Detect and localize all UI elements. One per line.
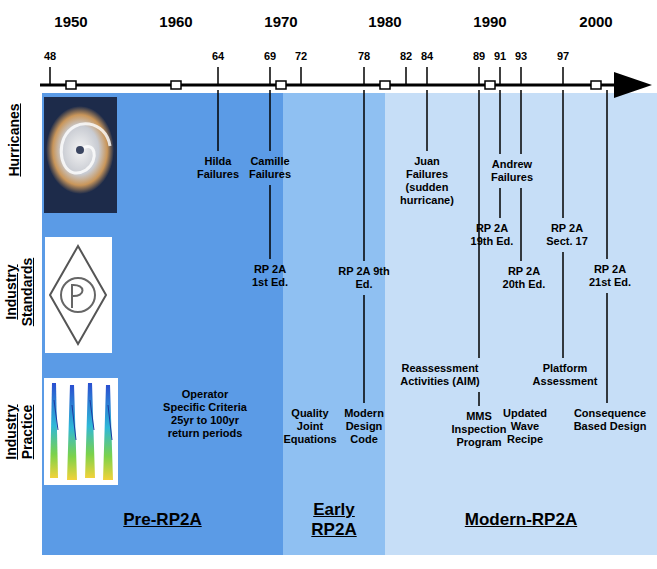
event-label: Consequence Based Design [572, 407, 648, 433]
year-number: 72 [289, 50, 313, 63]
logo-ring [61, 278, 95, 312]
period-label: Pre-RP2A [63, 510, 263, 530]
leader-line [363, 295, 365, 403]
decade-marker [171, 81, 181, 89]
decade-marker [66, 81, 76, 89]
event-label: Andrew Failures [487, 158, 537, 184]
year-number: 78 [352, 50, 376, 63]
event-label: RP 2A 9th Ed. [338, 265, 390, 291]
year-number: 91 [490, 50, 510, 63]
event-label: Platform Assessment [529, 362, 601, 388]
jacket-leg [50, 383, 58, 478]
row-heading: Industry Practice [3, 392, 35, 472]
leader-line [606, 90, 608, 259]
leader-line [606, 293, 608, 403]
year-number: 93 [511, 50, 531, 63]
year-tick [562, 67, 564, 84]
leader-line [562, 90, 564, 218]
year-tick [49, 67, 51, 84]
year-tick [217, 67, 219, 84]
event-label: RP 2A 20th Ed. [498, 265, 550, 291]
year-tick [478, 67, 480, 84]
decade-year: 1990 [468, 13, 512, 30]
event-label: RP 2A Sect. 17 [541, 222, 593, 248]
event-label: Quality Joint Equations [280, 407, 340, 446]
event-label: Reassessment Activities (AIM) [392, 362, 488, 388]
decade-year: 1950 [49, 13, 93, 30]
leader-line [269, 185, 271, 259]
platform-model [44, 378, 118, 485]
logo-diamond [50, 246, 106, 344]
leader-line [499, 90, 501, 154]
decade-year: 1970 [259, 13, 303, 30]
event-label: RP 2A 21st Ed. [584, 263, 636, 289]
year-number: 82 [394, 50, 418, 63]
event-label: MMS Inspection Program [448, 410, 510, 449]
leader-line [562, 252, 564, 358]
event-label: RP 2A 19th Ed. [466, 222, 518, 248]
decade-marker [276, 81, 286, 89]
leader-line [478, 392, 480, 406]
decade-marker [591, 81, 601, 89]
decade-year: 2000 [574, 13, 618, 30]
hurricane-photo [44, 97, 117, 213]
year-number: 97 [551, 50, 575, 63]
event-label: Hilda Failures [193, 155, 243, 181]
year-tick [520, 67, 522, 84]
logo-ground [45, 237, 112, 353]
year-number: 48 [38, 50, 62, 63]
standards-logo [45, 237, 112, 353]
model-ground [44, 378, 118, 485]
event-label: Camille Failures [244, 155, 296, 181]
event-label: Updated Wave Recipe [500, 407, 550, 446]
row-heading: Industry Standards [3, 252, 35, 332]
jacket-brace [54, 400, 112, 440]
year-ticks [50, 67, 563, 84]
event-label: RP 2A 1st Ed. [248, 263, 292, 289]
leader-line [269, 90, 271, 151]
logo-mark [72, 284, 83, 308]
row-heading: Hurricanes [6, 85, 22, 195]
leader-line [363, 90, 365, 261]
year-number: 89 [467, 50, 491, 63]
timeline-axis [40, 84, 616, 87]
event-label: Juan Failures (sudden hurricane) [394, 155, 460, 207]
year-tick [269, 67, 271, 84]
event-label: Operator Specific Criteria 25yr to 100yr… [160, 388, 250, 440]
photo-ground [44, 97, 117, 213]
decade-marker [380, 81, 390, 89]
event-label: Modern Design Code [340, 407, 388, 446]
axis-arrowhead [614, 72, 652, 98]
storm-eye [76, 146, 84, 154]
decade-marker [485, 81, 495, 89]
leader-line [426, 90, 428, 151]
year-tick [499, 67, 501, 84]
period-label: Early RP2A [299, 500, 369, 540]
leader-line [520, 188, 522, 261]
decade-year: 1980 [363, 13, 407, 30]
storm-cloud [46, 106, 114, 194]
storm-spiral [61, 124, 110, 173]
leader-lines [218, 90, 607, 406]
period-band: Early RP2A [283, 93, 385, 555]
leader-line [499, 188, 501, 218]
year-tick [363, 67, 365, 84]
period-label: Modern-RP2A [421, 510, 621, 530]
decade-year: 1960 [154, 13, 198, 30]
leader-line [217, 90, 219, 151]
year-tick [300, 67, 302, 84]
year-number: 69 [258, 50, 282, 63]
leader-line [520, 90, 522, 154]
year-tick [426, 67, 428, 84]
year-tick [405, 67, 407, 84]
year-number: 84 [415, 50, 439, 63]
jacket-leg [85, 383, 95, 478]
year-number: 64 [206, 50, 230, 63]
